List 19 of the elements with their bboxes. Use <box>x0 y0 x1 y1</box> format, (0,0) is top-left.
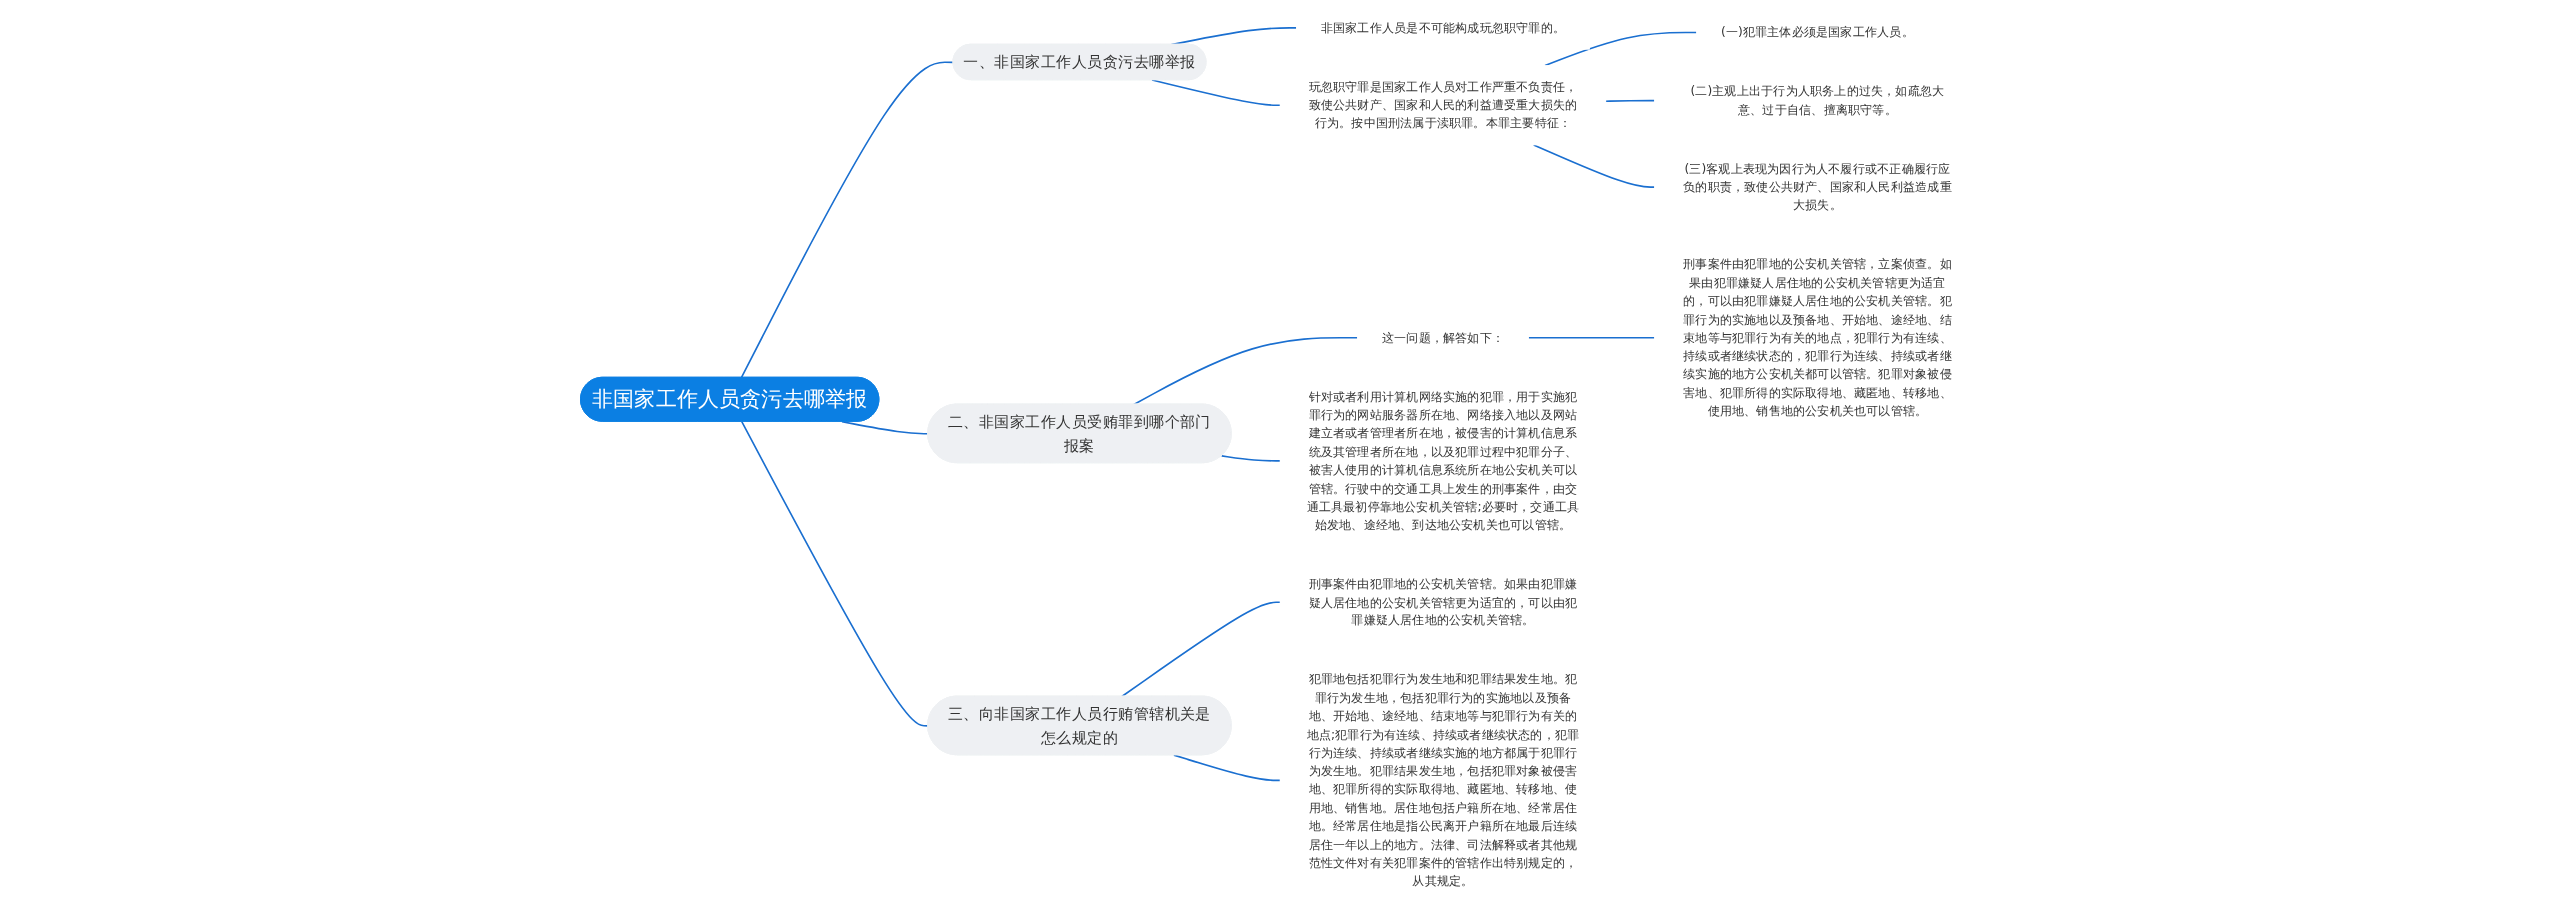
connector <box>740 61 954 379</box>
node-text: 针对或者利用计算机网络实施的犯罪，用于实施犯罪行为的网站服务器所在地、网络接入地以及网站建立者或者管理者所在地，被侵害的计算机信息系统及其管理者所在地，以及犯罪过程中犯罪分子、被害人使用的计算机信息系统所在地公安机关可以管辖。行驶中的交通工具上发生的刑事案件，由交通工具最初停靠地公安机关管辖;必要时，交通工具始发地、途经地、到达地公安机关也可以管辖。 <box>1306 389 1579 533</box>
connector <box>1120 601 1281 698</box>
node-text: 犯罪地包括犯罪行为发生地和犯罪结果发生地。犯罪行为发生地，包括犯罪行为的实施地以及预备地、开始地、途经地、结束地等与犯罪行为有关的地点;犯罪行为有连续、持续或者继续状态的，犯罪行为连续、持续或者继续实施的地方都属于犯罪行为发生地。犯罪结果发生地，包括犯罪对象被侵害地、犯罪所得的实际取得地、藏匿地、转移地、使用地、销售地。居住地包括户籍所在地、经常居住地。经常居住地是指公民离开户籍所在地最后连续居住一年以上的地方。法律、司法解释或者其他规范性文件对有关犯罪案件的管辖作出特别规定的，从其规定。 <box>1306 672 1579 889</box>
connector <box>1604 99 1656 103</box>
node-text: 刑事案件由犯罪地的公安机关管辖，立案侦查。如果由犯罪嫌疑人居住地的公安机关管辖更为适宜的，可以由犯罪嫌疑人居住地的公安机关管辖。犯罪行为的实施地以及预备地、开始地、途经地、结束地等与犯罪行为有关的地点，犯罪行为有连续、持续或者继续状态的，犯罪行为连续、持续或者继续实施的地方公安机关都可以管辖。犯罪对象被侵害地、犯罪所得的实际取得地、藏匿地、转移地、使用地、销售地的公安机关也可以管辖。 <box>1682 256 1952 419</box>
connector <box>1527 336 1656 339</box>
node-text: (三)客观上表现为因行为人不履行或不正确履行应负的职责，致使公共财产、国家和人民利益造成重大损失。 <box>1682 161 1952 213</box>
node-text: (二)主观上出于行为人职务上的过失，如疏忽大意、过于自信、擅离职守等。 <box>1690 83 1944 117</box>
node-text: 非国家工作人员是不可能构成玩忽职守罪的。 <box>1320 20 1565 35</box>
node-text: (一)犯罪主体必须是国家工作人员。 <box>1720 24 1914 40</box>
node-text: 玩忽职守罪是国家工作人员对工作严重不负责任，致使公共财产、国家和人民的利益遭受重大损失的行为。按中国刑法属于渎职罪。本罪主要特征： <box>1308 79 1577 131</box>
connector <box>1150 79 1281 107</box>
connector <box>1172 754 1281 782</box>
node-text: 刑事案件由犯罪地的公安机关管辖。如果由犯罪嫌疑人居住地的公安机关管辖更为适宜的，可以由犯罪嫌疑人居住地的公安机关管辖。 <box>1308 576 1577 628</box>
connector <box>1220 455 1281 462</box>
connector <box>740 420 929 727</box>
connector <box>1532 144 1656 188</box>
node-text: 这一问题，解答如下： <box>1381 330 1504 345</box>
